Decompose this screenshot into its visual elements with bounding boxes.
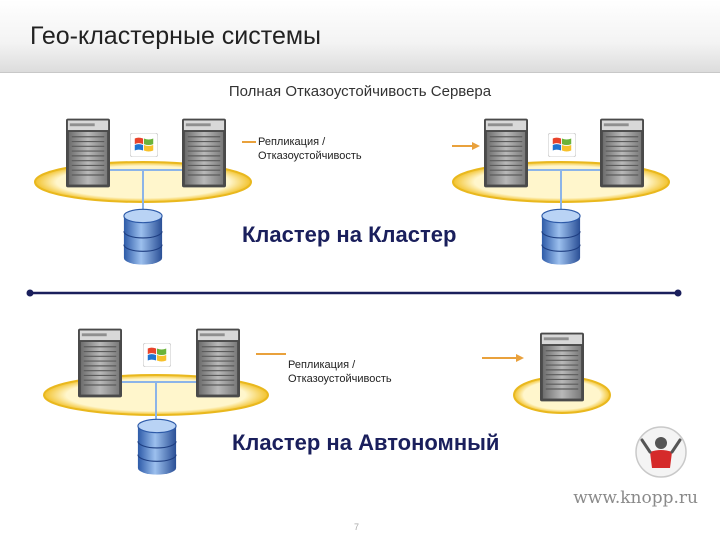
replication-line-1: Репликация / bbox=[258, 136, 326, 148]
caption-cluster-to-cluster: Кластер на Кластер bbox=[242, 222, 457, 247]
cluster-top-left bbox=[34, 118, 252, 266]
database-icon bbox=[137, 418, 177, 476]
cluster-top-right bbox=[452, 118, 670, 266]
replication-line-2: Отказоустойчивость bbox=[258, 150, 362, 162]
server-icon bbox=[78, 328, 122, 398]
server-icon bbox=[484, 118, 528, 188]
diagram-subtitle: Полная Отказоустойчивость Сервера bbox=[228, 83, 492, 100]
windows-logo-icon bbox=[548, 133, 576, 157]
section-divider bbox=[26, 289, 682, 297]
server-icon bbox=[182, 118, 226, 188]
database-icon bbox=[123, 208, 163, 266]
replication-arrow-top bbox=[242, 141, 480, 150]
page-number: 7 bbox=[354, 522, 360, 532]
server-icon bbox=[600, 118, 644, 188]
windows-logo-icon bbox=[130, 133, 158, 157]
database-icon bbox=[541, 208, 581, 266]
footer-site: www.knopp.ru bbox=[573, 488, 698, 508]
server-icon bbox=[540, 332, 584, 402]
title-bar: Гео-кластерные системы bbox=[0, 0, 720, 73]
server-icon bbox=[66, 118, 110, 188]
replication-line-1: Репликация / bbox=[288, 359, 356, 371]
replication-arrow-bottom bbox=[256, 353, 524, 362]
windows-logo-icon bbox=[143, 343, 171, 367]
cluster-bottom-left bbox=[43, 328, 269, 476]
standalone-server bbox=[513, 332, 611, 414]
caption-cluster-to-standalone: Кластер на Автономный bbox=[232, 430, 500, 455]
page-title: Гео-кластерные системы bbox=[30, 22, 322, 50]
server-icon bbox=[196, 328, 240, 398]
logo-figure-icon bbox=[635, 426, 687, 478]
replication-label-top: Репликация / Отказоустойчивость bbox=[258, 135, 362, 163]
replication-line-2: Отказоустойчивость bbox=[288, 373, 392, 385]
replication-label-bottom: Репликация / Отказоустойчивость bbox=[288, 358, 392, 386]
